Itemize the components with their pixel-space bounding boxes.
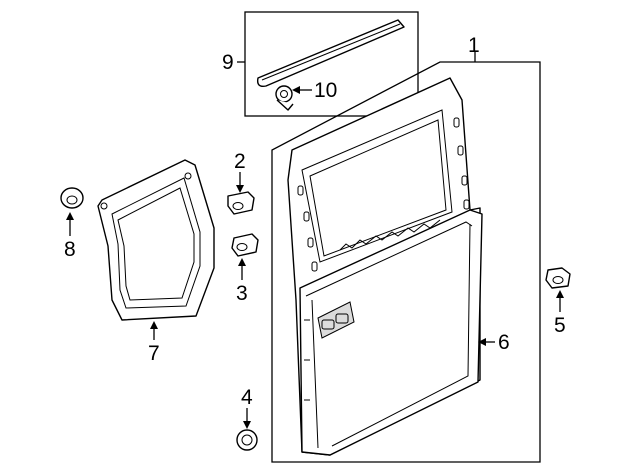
water-shield-part bbox=[97, 159, 215, 321]
retainer-clip-part bbox=[275, 85, 294, 111]
nut-left-part bbox=[60, 187, 84, 209]
callout-7: 7 bbox=[148, 342, 160, 365]
callout-3: 3 bbox=[236, 282, 248, 305]
bumper-lower-part bbox=[231, 233, 259, 257]
callout-9: 9 bbox=[222, 51, 234, 74]
leader-lines bbox=[66, 52, 564, 429]
callout-labels: 1 2 3 4 5 6 7 8 9 10 bbox=[64, 34, 566, 409]
callout-10: 10 bbox=[314, 79, 337, 102]
callout-4: 4 bbox=[241, 386, 253, 409]
bumper-upper-part bbox=[227, 191, 255, 215]
callout-2: 2 bbox=[234, 150, 246, 173]
plug-right-part bbox=[545, 267, 571, 289]
weatherstrip-molding-part bbox=[256, 19, 405, 88]
callout-6: 6 bbox=[498, 331, 510, 354]
outer-panel-part bbox=[299, 209, 483, 456]
callout-8: 8 bbox=[64, 238, 76, 261]
door-group-bracket bbox=[271, 61, 541, 463]
callout-1: 1 bbox=[468, 34, 480, 57]
callout-5: 5 bbox=[554, 314, 566, 337]
molding-group-box bbox=[237, 11, 419, 117]
washer-bottom-part bbox=[236, 429, 258, 451]
